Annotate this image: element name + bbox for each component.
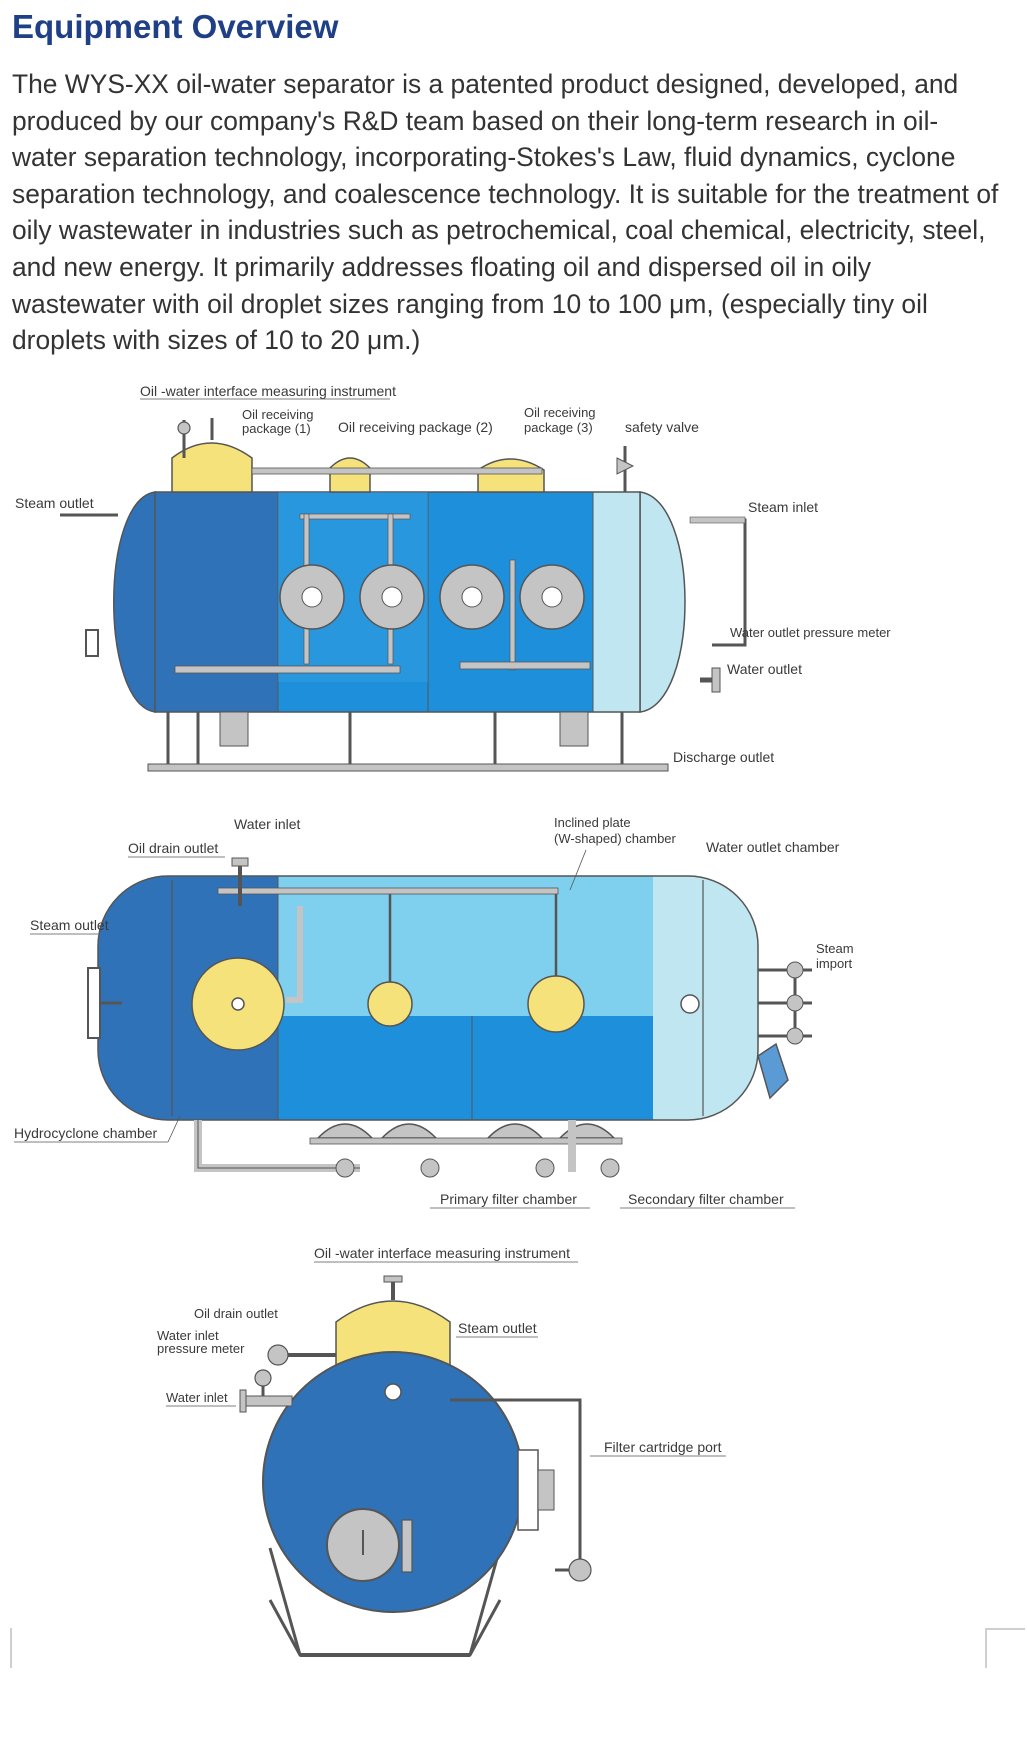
coalescer-disc [367,981,413,1027]
label-secondary-filter-chamber: Secondary filter chamber [628,1191,784,1207]
separator-diagram-top: Oil -water interface measuring instrumen… [15,383,891,772]
corner-mark-left [10,1628,12,1668]
label-water-outlet: Water outlet [727,661,802,677]
label-discharge-outlet: Discharge outlet [673,749,774,765]
label-steam-outlet: Steam outlet [30,917,109,933]
primary-filter-dome [316,1123,374,1139]
label-safety-valve: safety valve [625,419,699,435]
label-oil-pkg2: Oil receiving package (2) [338,419,493,435]
coalescer-disc [527,975,585,1033]
oil-receiving-package-1 [171,442,253,493]
label-water-inlet: Water inlet [234,816,301,832]
label-steam-outlet: Steam outlet [458,1320,537,1336]
label-oil-pkg1-line2: package (1) [242,421,311,436]
section-title: Equipment Overview [12,8,339,45]
interface-gauge-icon [177,421,191,435]
label-water-outlet-chamber: Water outlet chamber [706,839,840,855]
primary-filter-dome [380,1123,438,1139]
separator-diagram-end-view: Oil -water interface measuring instrumen… [157,1245,726,1657]
label-inclined-plate-line2: (W-shaped) chamber [554,831,677,846]
label-water-outlet-pressure-meter: Water outlet pressure meter [730,625,891,640]
label-steam-inlet: Steam inlet [748,499,818,515]
oil-receiving-package-3 [477,458,545,493]
label-steam-import-line2: import [816,956,853,971]
discharge-header-pipe [147,763,669,772]
label-oil-pkg3-line2: package (3) [524,420,593,435]
label-water-inlet-pressure-meter-line1: Water inlet [157,1328,219,1343]
secondary-filter-dome [486,1123,544,1139]
label-interface-instrument: Oil -water interface measuring instrumen… [140,383,396,399]
label-steam-outlet: Steam outlet [15,495,94,511]
pressure-meter-icon [254,1369,272,1387]
corner-mark-right [985,1628,1025,1668]
label-water-inlet: Water inlet [166,1390,228,1405]
label-interface-instrument: Oil -water interface measuring instrumen… [314,1245,570,1261]
label-oil-drain-outlet: Oil drain outlet [128,840,218,856]
label-oil-pkg1-line1: Oil receiving [242,407,314,422]
label-oil-drain-outlet: Oil drain outlet [194,1306,278,1321]
oil-receiving-package-2 [329,457,371,493]
label-oil-pkg3-line1: Oil receiving [524,405,596,420]
label-steam-import-line1: Steam [816,941,854,956]
label-filter-cartridge-port: Filter cartridge port [604,1439,722,1455]
label-primary-filter-chamber: Primary filter chamber [440,1191,577,1207]
label-hydrocyclone-chamber: Hydrocyclone chamber [14,1125,158,1141]
label-inclined-plate-line1: Inclined plate [554,815,631,830]
separator-diagram-middle: Water inlet Oil drain outlet Inclined pl… [14,815,854,1209]
label-water-inlet-pressure-meter-line2: pressure meter [157,1341,245,1356]
section-description: The WYS-XX oil-water separator is a pate… [12,69,999,356]
